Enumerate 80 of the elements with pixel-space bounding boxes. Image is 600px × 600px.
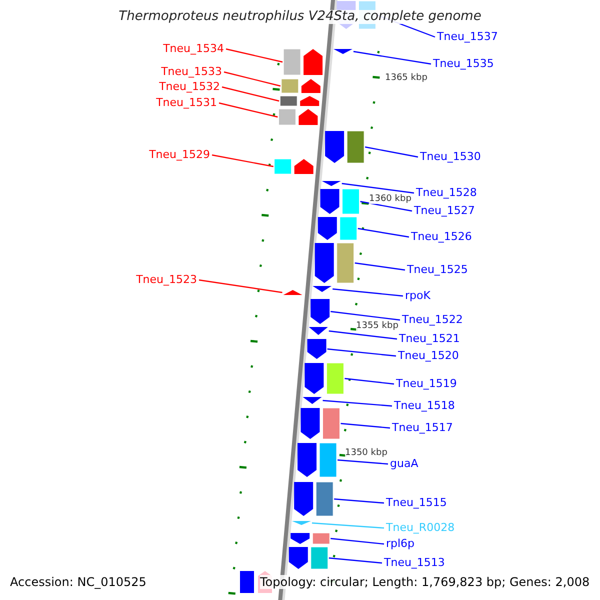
leader-line — [212, 154, 274, 168]
gene-label: rpl6p — [386, 537, 415, 551]
gene-label: Tneu_1513 — [384, 556, 445, 570]
gene-block — [280, 96, 320, 106]
leader-line — [337, 459, 388, 465]
gene-block — [274, 158, 314, 174]
leader-line — [328, 557, 382, 564]
gene-label: Tneu_1515 — [386, 496, 447, 510]
leader-line — [340, 422, 390, 429]
gene-block — [298, 442, 337, 478]
leader-line — [226, 48, 283, 63]
gene-label: Tneu_1529 — [149, 148, 210, 162]
title: Thermoproteus neutrophilus V24Sta, complete genome — [116, 10, 484, 24]
gene-block — [314, 242, 354, 284]
leader-line — [364, 146, 418, 158]
gene-label: Tneu_1520 — [398, 349, 459, 363]
gene-label: Tneu_1532 — [159, 80, 220, 94]
leader-line — [342, 182, 414, 194]
gene-block — [294, 482, 334, 516]
info-text: Accession: NC_010525 — [10, 575, 146, 589]
gene-block — [333, 49, 352, 54]
leader-line — [322, 400, 392, 407]
gene-label: Tneu_1534 — [163, 42, 224, 56]
gene-label: Tneu_1531 — [156, 96, 217, 110]
leader-line — [312, 522, 384, 529]
leader-line — [332, 288, 404, 297]
gene-block — [281, 78, 320, 94]
gene-block — [318, 216, 358, 240]
scale-label: 1360 kbp — [369, 194, 412, 204]
leader-line — [358, 228, 410, 238]
gene-label: Tneu_1517 — [392, 421, 453, 435]
gene-label: Tneu_1525 — [407, 263, 468, 277]
gene-label: Tneu_R0028 — [386, 521, 455, 535]
gene-label: guaA — [390, 457, 418, 471]
gene-label: Tneu_1522 — [402, 313, 463, 327]
gene-label: rpoK — [405, 289, 430, 303]
gene-block — [312, 286, 332, 292]
gene-label: Tneu_1533 — [161, 65, 222, 79]
leader-line — [218, 102, 278, 118]
leader-line — [344, 378, 394, 385]
gene-block — [288, 546, 328, 570]
leader-line — [330, 310, 400, 321]
gene-label: Tneu_1521 — [399, 332, 460, 346]
leader-line — [327, 348, 396, 357]
scale-label: 1350 kbp — [345, 448, 388, 458]
scale-label: 1365 kbp — [385, 73, 428, 83]
gene-block — [283, 290, 302, 295]
leader-line — [224, 71, 281, 87]
gene-block — [310, 299, 330, 324]
gene-block — [290, 532, 330, 544]
gene-label: Tneu_1535 — [433, 57, 494, 71]
gene-label: Tneu_1526 — [411, 230, 472, 244]
gene-block — [320, 188, 360, 214]
gene-block — [302, 397, 322, 404]
gene-block — [292, 521, 311, 525]
gene-block — [304, 362, 344, 394]
leader-line — [334, 498, 384, 504]
gene-block — [308, 327, 328, 335]
gene-block — [307, 339, 326, 359]
leader-line — [198, 279, 282, 294]
leader-line — [222, 86, 280, 102]
leader-line — [360, 200, 412, 212]
gene-block — [283, 48, 323, 76]
gene-label: Tneu_1537 — [437, 30, 498, 44]
info-text: Topology: circular; Length: 1,769,823 bp; Genes: 2,008 — [260, 575, 590, 589]
leader-line — [328, 330, 398, 340]
gene-label: Tneu_1530 — [420, 150, 481, 164]
gene-block — [300, 408, 340, 440]
gene-label: Tneu_1518 — [394, 399, 455, 413]
leader-line — [354, 262, 406, 271]
leader-line — [330, 538, 384, 545]
gene-block — [322, 181, 341, 186]
scale-label: 1355 kbp — [356, 321, 398, 331]
leader-line — [353, 50, 432, 65]
gene-label: Tneu_1528 — [416, 186, 477, 200]
gene-block — [278, 108, 318, 126]
gene-label: Tneu_1527 — [414, 204, 475, 218]
gene-block — [325, 130, 364, 164]
gene-label: Tneu_1519 — [396, 377, 457, 391]
gene-label: Tneu_1523 — [136, 273, 197, 287]
